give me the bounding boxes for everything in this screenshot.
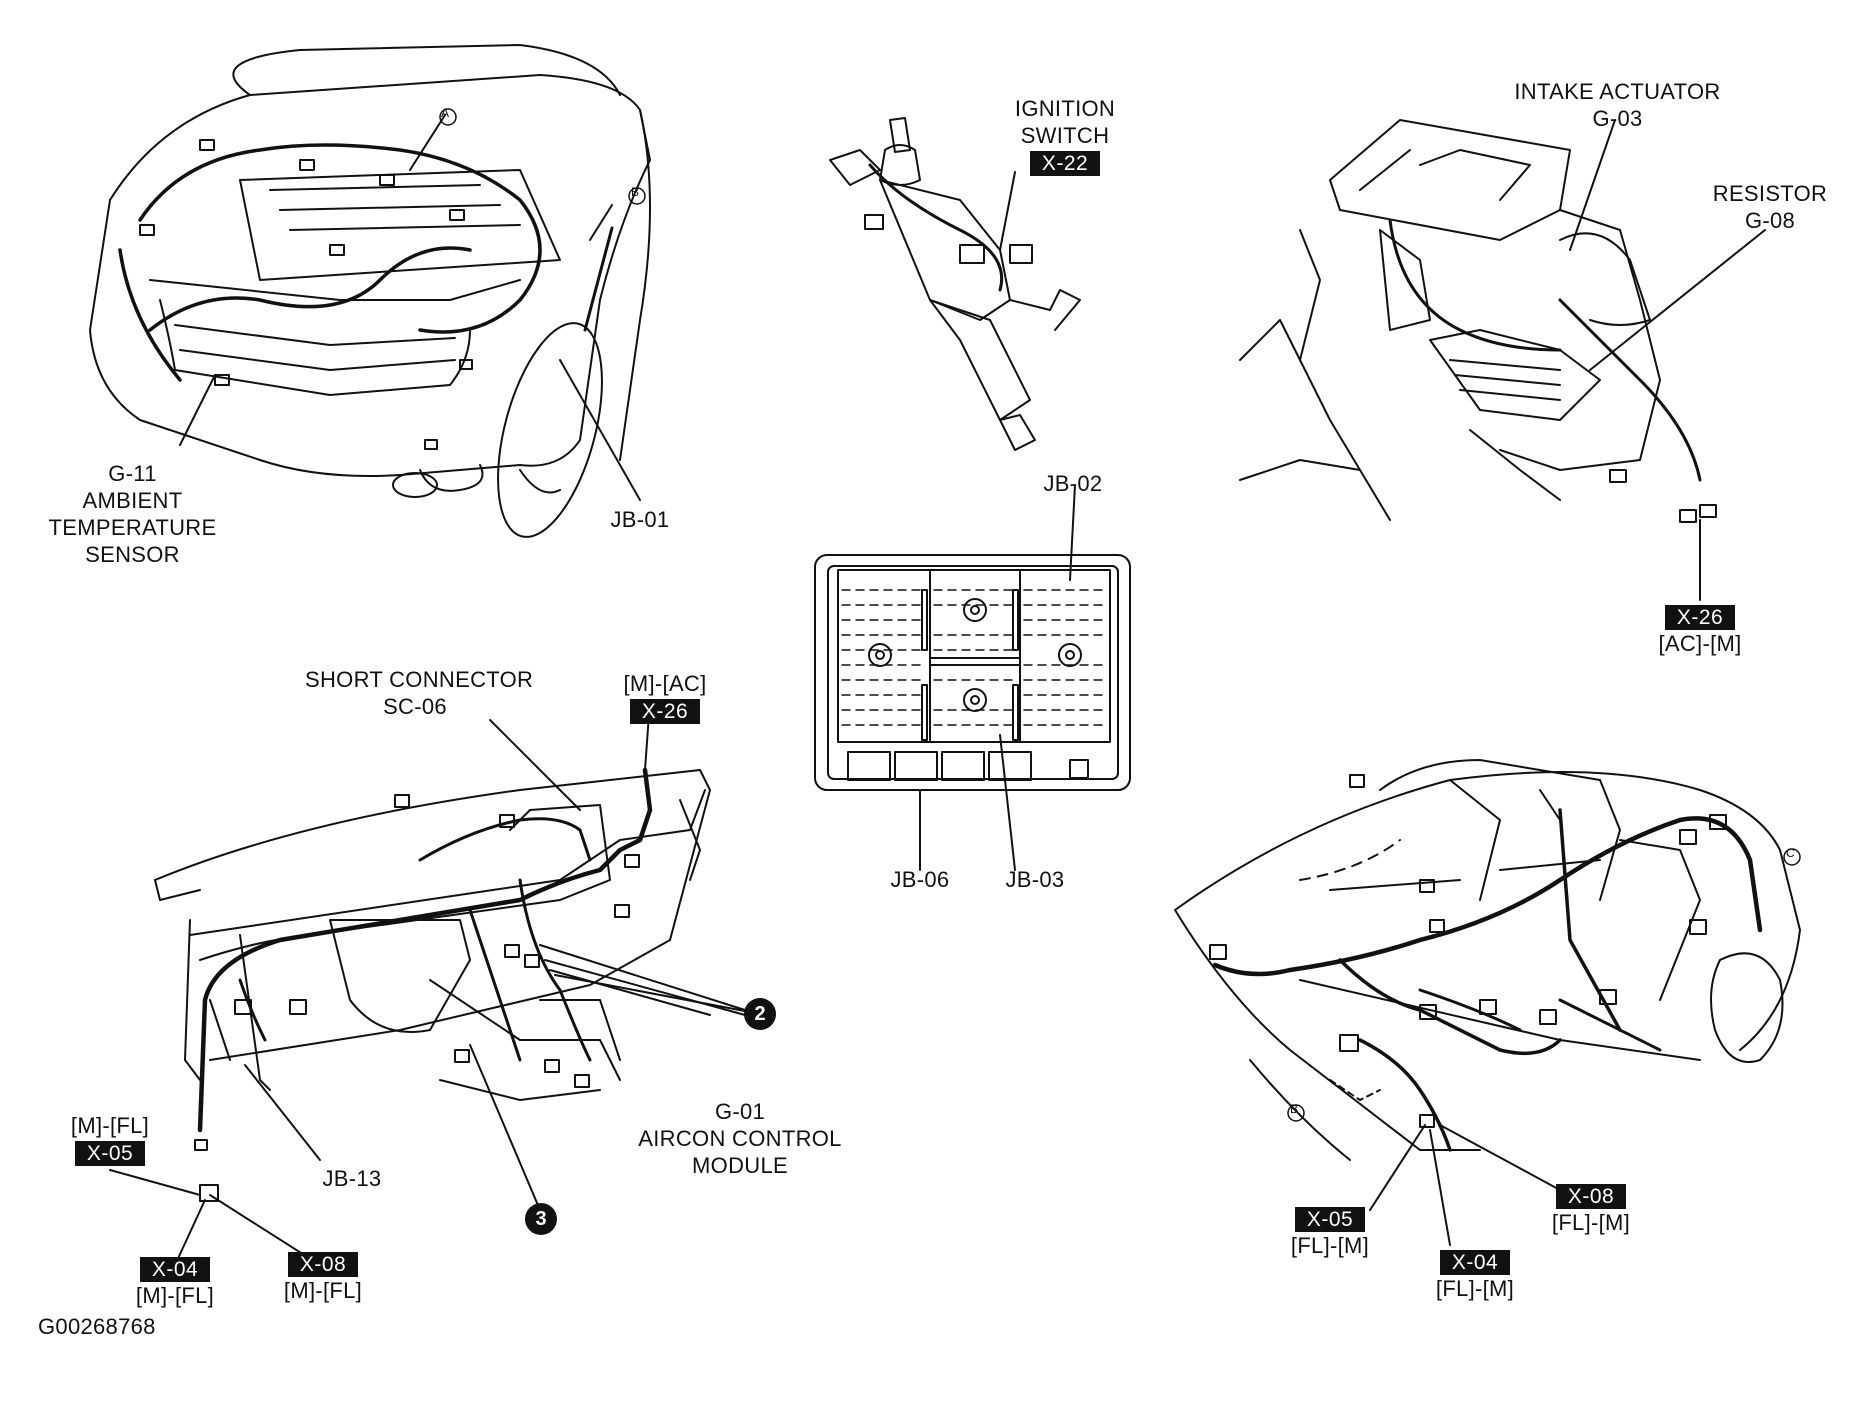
x05-left-label: [M]-[FL] X-05 <box>55 1112 165 1166</box>
g11-label: G-11 AMBIENT TEMPERATURE SENSOR <box>35 460 230 568</box>
x08-left-label: X-08 [M]-[FL] <box>268 1250 378 1304</box>
intake-actuator-label: INTAKE ACTUATOR G-03 <box>1495 78 1740 132</box>
jb02-label: JB-02 <box>1043 471 1103 496</box>
resistor-label: RESISTOR G-08 <box>1700 180 1840 234</box>
g01-label: G-01 AIRCON CONTROL MODULE <box>625 1098 855 1179</box>
x05-right-tag: X-05 <box>1294 1207 1366 1232</box>
resistor-line1: RESISTOR <box>1712 181 1828 206</box>
short-connector-label: SHORT CONNECTOR SC-06 <box>305 666 534 720</box>
x04-right-tag: X-04 <box>1439 1250 1511 1275</box>
x04-left-label: X-04 [M]-[FL] <box>120 1255 230 1309</box>
jb01-label: JB-01 <box>610 507 670 532</box>
g11-code: G-11 <box>108 461 157 486</box>
g01-line3: MODULE <box>692 1153 788 1178</box>
vehicle-floor-illustration <box>1174 759 1801 1246</box>
x04-left-sub: [M]-[FL] <box>135 1283 215 1308</box>
ignition-switch-label: IGNITION SWITCH X-22 <box>1000 95 1130 176</box>
x26-dash-label: [M]-[AC] X-26 <box>610 670 720 724</box>
g11-line3: TEMPERATURE <box>48 515 217 540</box>
x08-right-sub: [FL]-[M] <box>1551 1210 1631 1235</box>
callout-3-marker: 3 <box>525 1203 557 1235</box>
x05-left-tag: X-05 <box>74 1141 146 1166</box>
x26-hvac-tag: X-26 <box>1664 605 1736 630</box>
g01-line2: AIRCON CONTROL <box>638 1126 842 1151</box>
x05-right-label: X-05 [FL]-[M] <box>1275 1205 1385 1259</box>
junction-block-illustration <box>814 484 1131 871</box>
x08-right-tag: X-08 <box>1555 1184 1627 1209</box>
x08-left-sub: [M]-[FL] <box>283 1278 363 1303</box>
x04-right-sub: [FL]-[M] <box>1435 1276 1515 1301</box>
x04-right-label: X-04 [FL]-[M] <box>1420 1248 1530 1302</box>
jb06-label: JB-06 <box>890 867 950 892</box>
short-connector-line1: SHORT CONNECTOR <box>305 667 534 692</box>
callout-2-marker: 2 <box>744 998 776 1030</box>
resistor-code: G-08 <box>1744 208 1796 233</box>
ref-letter-c: C <box>1786 846 1795 860</box>
jb03-label: JB-03 <box>1005 867 1065 892</box>
ref-letter-b: B <box>631 185 640 199</box>
dashboard-illustration <box>109 699 751 1266</box>
x26-dash-sub: [M]-[AC] <box>623 671 707 696</box>
x04-left-tag: X-04 <box>139 1257 211 1282</box>
intake-actuator-line1: INTAKE ACTUATOR <box>1514 79 1721 104</box>
figure-id: G00268768 <box>38 1314 156 1339</box>
g11-line2: AMBIENT <box>82 488 183 513</box>
hvac-unit-illustration <box>1239 119 1766 601</box>
jb13-label: JB-13 <box>322 1166 382 1191</box>
x26-hvac-label: X-26 [AC]-[M] <box>1610 603 1790 657</box>
x05-right-sub: [FL]-[M] <box>1290 1233 1370 1258</box>
x08-left-tag: X-08 <box>287 1252 359 1277</box>
intake-actuator-code: G-03 <box>1592 106 1643 131</box>
short-connector-code: SC-06 <box>383 694 447 719</box>
engine-bay-illustration <box>89 44 651 538</box>
x08-right-label: X-08 [FL]-[M] <box>1536 1182 1646 1236</box>
ignition-switch-line1: IGNITION <box>1014 96 1116 121</box>
g11-line4: SENSOR <box>85 542 180 567</box>
x26-hvac-sub: [AC]-[M] <box>1658 631 1742 656</box>
x05-left-sub: [M]-[FL] <box>70 1113 150 1138</box>
ignition-switch-line2: SWITCH <box>1020 123 1110 148</box>
ignition-switch-illustration <box>829 117 1081 451</box>
ref-letter-b2: B <box>1290 1102 1299 1116</box>
x22-connector-tag: X-22 <box>1029 151 1101 176</box>
g01-code: G-01 <box>714 1099 766 1124</box>
ref-letter-a: A <box>441 106 450 120</box>
x26-dash-tag: X-26 <box>629 699 701 724</box>
